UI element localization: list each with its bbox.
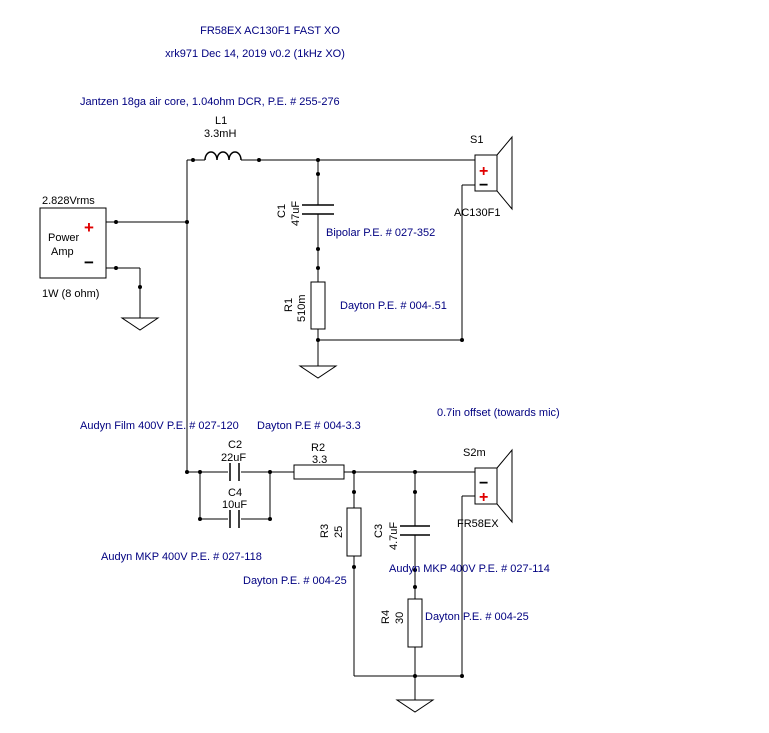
R4-ref: R4 — [380, 610, 392, 624]
R4-note: Dayton P.E. # 004-25 — [425, 611, 529, 623]
source-wiring — [106, 220, 187, 318]
R3-value: 25 — [333, 526, 345, 538]
capacitor-C3: C3 4.7uF Audyn MKP 400V P.E. # 027-114 — [373, 472, 550, 599]
power-amp-label-2: Amp — [51, 246, 74, 258]
speaker-S1-ref: S1 — [470, 134, 483, 146]
R1-value: 510m — [296, 294, 308, 322]
speaker-S1-model: AC130F1 — [454, 207, 500, 219]
C2-value: 22uF — [221, 452, 246, 464]
L1-ref: L1 — [215, 115, 227, 127]
speaker-S1[interactable]: + − S1 AC130F1 — [454, 134, 513, 219]
power-amp: 2.828Vrms Power Amp + − 1W (8 ohm) — [39, 195, 107, 300]
C1-note: Bipolar P.E. # 027-352 — [326, 227, 435, 239]
C3-value: 4.7uF — [388, 522, 400, 550]
schematic-subtitle: xrk971 Dec 14, 2019 v0.2 (1kHz XO) — [165, 48, 345, 60]
C4-value: 10uF — [222, 499, 247, 511]
L1-note: Jantzen 18ga air core, 1.04ohm DCR, P.E.… — [80, 96, 340, 108]
speaker-S2m-plus: + — [479, 489, 488, 506]
ground-symbol — [120, 317, 160, 331]
capacitor-C1: C1 47uF Bipolar P.E. # 027-352 — [276, 160, 435, 282]
R3-ref: R3 — [319, 524, 331, 538]
speaker-S1-plus: + — [479, 163, 488, 180]
power-amp-minus: − — [84, 253, 94, 272]
R2-note: Dayton P.E # 004-3.3 — [257, 420, 361, 432]
speaker-S2m-minus: − — [479, 475, 488, 492]
C4-ref: C4 — [228, 487, 242, 499]
resistor-R2: R2 3.3 — [293, 442, 345, 480]
R3-note: Dayton P.E. # 004-25 — [243, 575, 347, 587]
resistor-R3: R3 25 Dayton P.E. # 004-25 — [243, 472, 362, 676]
R1-ref: R1 — [283, 298, 295, 312]
C2-ref: C2 — [228, 439, 242, 451]
resistor-R1: R1 510m Dayton P.E. # 004-.51 — [283, 281, 447, 366]
C3-ref: C3 — [373, 524, 385, 538]
S2m-offset-note: 0.7in offset (towards mic) — [437, 407, 560, 419]
speaker-S2m-ref: S2m — [463, 447, 486, 459]
L1-value: 3.3mH — [204, 128, 236, 140]
power-amp-plus: + — [84, 218, 94, 237]
R2-value: 3.3 — [312, 454, 327, 466]
power-amp-voltage: 2.828Vrms — [42, 195, 95, 207]
schematic-title: FR58EX AC130F1 FAST XO — [200, 25, 340, 37]
resistor-R4: R4 30 Dayton P.E. # 004-25 — [380, 598, 529, 700]
C3-note: Audyn MKP 400V P.E. # 027-114 — [389, 563, 550, 575]
R1-note: Dayton P.E. # 004-.51 — [340, 300, 447, 312]
R2-ref: R2 — [311, 442, 325, 454]
speaker-S2m-model: FR58EX — [457, 518, 499, 530]
ground-symbol — [298, 365, 338, 379]
C2-note: Audyn Film 400V P.E. # 027-120 — [80, 420, 239, 432]
capacitor-C2: C2 22uF — [221, 439, 246, 481]
capacitor-C4: C4 10uF Audyn MKP 400V P.E. # 027-118 — [101, 472, 272, 563]
power-amp-power: 1W (8 ohm) — [42, 288, 99, 300]
C1-ref: C1 — [276, 204, 288, 218]
power-amp-label-1: Power — [48, 232, 80, 244]
R4-value: 30 — [394, 612, 406, 624]
C4-note: Audyn MKP 400V P.E. # 027-118 — [101, 551, 262, 563]
speaker-S1-minus: − — [479, 177, 488, 194]
C1-value: 47uF — [290, 201, 302, 226]
speaker-S2m[interactable]: − + S2m FR58EX — [457, 447, 513, 530]
ground-symbol — [395, 699, 435, 713]
inductor-L1: L1 3.3mH Jantzen 18ga air core, 1.04ohm … — [80, 96, 340, 161]
